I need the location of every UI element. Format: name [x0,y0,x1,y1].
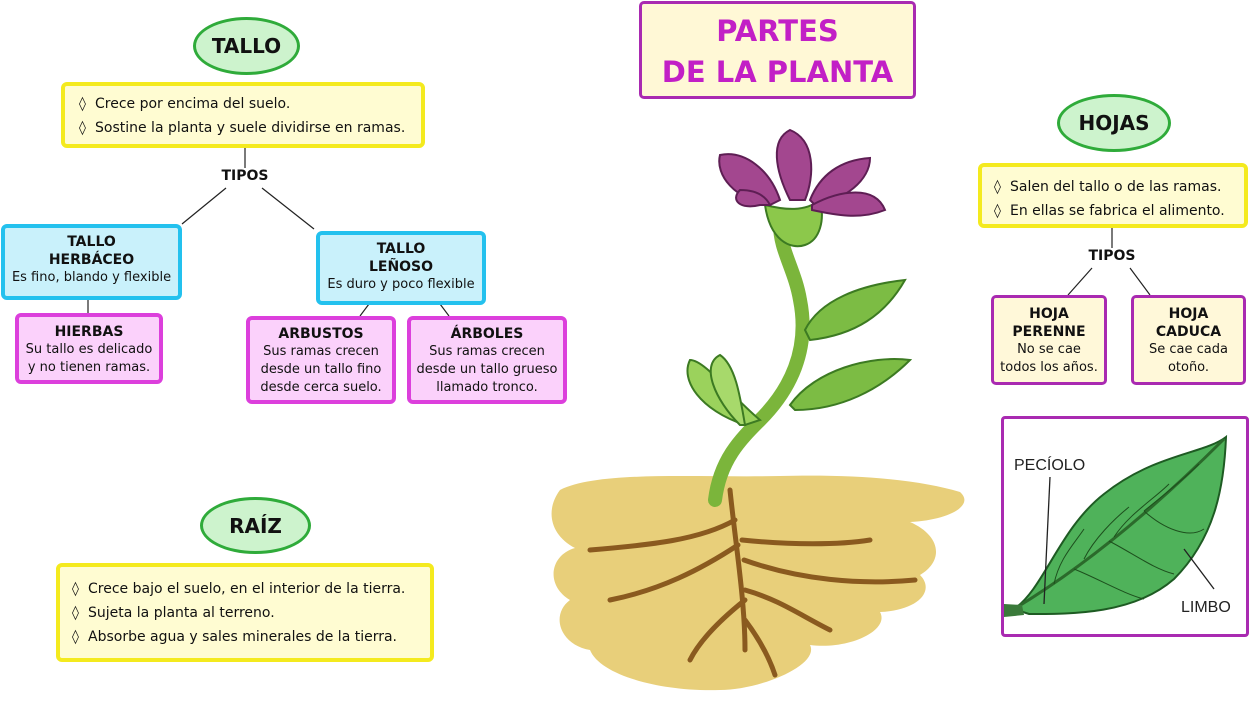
hojas-heading: HOJAS [1057,94,1171,152]
caduca-line-2: otoño. [1167,360,1210,375]
flower [718,128,887,217]
leaf-right-lower [788,358,913,412]
hoja-caduca-box: HOJA CADUCA Se cae cada otoño. [1131,295,1246,385]
herbaceo-title-2: HERBÁCEO [48,252,135,268]
raiz-fact: Crece bajo el suelo, en el interior de l… [72,577,430,601]
stem [708,218,810,507]
tallo-fact: Sostine la planta y suele dividirse en r… [79,116,421,140]
hojas-facts-box: Salen del tallo o de las ramas. En ellas… [978,163,1248,228]
hierbas-line-1: Su tallo es delicado [25,342,153,357]
hierbas-box: HIERBAS Su tallo es delicado y no tienen… [15,313,163,384]
calyx [763,198,823,248]
herbaceo-title-1: TALLO [67,234,116,250]
limbo-label: LIMBO [1181,599,1231,616]
leaf-illustration [1004,434,1228,617]
hojas-fact: Salen del tallo o de las ramas. [994,175,1244,199]
arbustos-line-2: desde un tallo fino [260,362,382,377]
leaf-right-upper [803,278,907,342]
lenoso-title-1: TALLO [376,241,426,257]
caduca-title-2: CADUCA [1155,324,1222,340]
title-line-1: PARTES [716,14,839,48]
tallo-heading: TALLO [193,17,300,75]
raiz-fact: Sujeta la planta al terreno. [72,601,430,625]
perenne-title-1: HOJA [1029,306,1069,322]
leaf-diagram: PECÍOLO LIMBO [1001,416,1249,637]
caduca-title-1: HOJA [1168,306,1209,322]
leaf-left-2 [709,353,747,426]
tallo-lenoso-box: TALLO LEÑOSO Es duro y poco flexible [316,231,486,305]
perenne-line-2: todos los años. [1000,360,1098,375]
tallo-herbaceo-box: TALLO HERBÁCEO Es fino, blando y flexibl… [1,224,182,300]
peciolo-label: PECÍOLO [1014,457,1086,474]
lenoso-desc: Es duro y poco flexible [327,277,475,292]
arboles-line-1: Sus ramas crecen [429,344,545,359]
tallo-fact: Crece por encima del suelo. [79,92,421,116]
raiz-facts-box: Crece bajo el suelo, en el interior de l… [56,563,434,662]
hojas-fact: En ellas se fabrica el alimento. [994,199,1244,223]
raiz-heading: RAÍZ [200,497,311,554]
perenne-title-2: PERENNE [1012,324,1086,340]
hojas-tipos-label: TIPOS [1088,248,1136,264]
arboles-box: ÁRBOLES Sus ramas crecen desde un tallo … [407,316,567,404]
hierbas-title: HIERBAS [54,324,124,340]
page-title: PARTES DE LA PLANTA [639,1,916,99]
arbustos-line-1: Sus ramas crecen [263,344,379,359]
arboles-title: ÁRBOLES [450,326,524,342]
lenoso-title-2: LEÑOSO [368,259,434,275]
arboles-line-3: llamado tronco. [436,380,538,395]
arbustos-line-3: desde cerca suelo. [260,380,382,395]
tallo-facts-box: Crece por encima del suelo. Sostine la p… [61,82,425,148]
arbustos-title: ARBUSTOS [278,326,364,342]
title-line-2: DE LA PLANTA [661,55,894,89]
hoja-perenne-box: HOJA PERENNE No se cae todos los años. [991,295,1107,385]
hierbas-line-2: y no tienen ramas. [27,360,151,375]
roots [587,487,918,678]
soil [551,475,965,691]
perenne-line-1: No se cae [1017,342,1081,357]
caduca-line-1: Se cae cada [1149,342,1228,357]
arboles-line-2: desde un tallo grueso [416,362,558,377]
herbaceo-desc: Es fino, blando y flexible [11,270,172,285]
tallo-tipos-label: TIPOS [221,168,269,184]
arbustos-box: ARBUSTOS Sus ramas crecen desde un tallo… [246,316,396,404]
raiz-fact: Absorbe agua y sales minerales de la tie… [72,625,430,649]
